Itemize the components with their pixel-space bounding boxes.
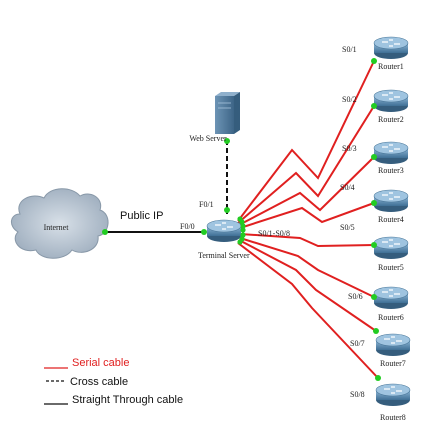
legend-straight-label: Straight Through cable — [72, 394, 183, 406]
router1-label: Router1 — [378, 62, 404, 71]
legend: Serial cable Cross cable Straight Throug… — [44, 357, 183, 406]
serial-link-router1 — [237, 60, 375, 222]
port-s0-7-label: S0/7 — [350, 339, 365, 348]
router5-icon — [373, 236, 409, 260]
f0-1-port-dot — [224, 207, 230, 213]
serial-cables — [237, 60, 379, 379]
router8-icon — [375, 383, 411, 407]
s0-1-s0-8-label: S0/1-S0/8 — [258, 229, 290, 238]
port-s0-2-label: S0/2 — [342, 95, 357, 104]
serial-link-router8 — [237, 242, 379, 379]
serial-link-router2 — [237, 105, 375, 224]
terminal-server-port-dots — [237, 216, 246, 245]
router3-icon — [373, 141, 409, 165]
serial-link-router4 — [239, 202, 375, 229]
router7-icon — [375, 333, 411, 357]
router8-label: Router8 — [380, 413, 406, 422]
serial-link-router3 — [238, 156, 375, 226]
router-port-dots — [371, 58, 381, 381]
port-s0-8-label: S0/8 — [350, 390, 365, 399]
terminal-server-icon — [206, 219, 242, 243]
internet-port-dot — [102, 229, 108, 235]
router2-label: Router2 — [378, 115, 404, 124]
router7-label: Router7 — [380, 359, 406, 368]
web-server-port-dot — [224, 138, 230, 144]
router3-label: Router3 — [378, 166, 404, 175]
terminal-server-label: Terminal Server — [198, 251, 250, 260]
legend-serial-label: Serial cable — [72, 357, 129, 369]
serial-link-router7 — [238, 239, 377, 332]
router4-icon — [373, 189, 409, 213]
f0-0-label: F0/0 — [180, 222, 195, 231]
serial-link-router6 — [239, 237, 375, 298]
serial-link-router5 — [239, 233, 375, 248]
port-s0-6-label: S0/6 — [348, 292, 363, 301]
port-s0-5-label: S0/5 — [340, 223, 355, 232]
router4-label: Router4 — [378, 215, 404, 224]
f0-0-port-dot — [201, 229, 207, 235]
port-s0-4-label: S0/4 — [340, 183, 355, 192]
f0-1-label: F0/1 — [199, 200, 214, 209]
router1-icon — [373, 36, 409, 60]
web-server-icon — [215, 92, 240, 134]
public-ip-label: Public IP — [120, 210, 163, 222]
legend-cross-label: Cross cable — [70, 376, 128, 388]
internet-cloud: Internet — [11, 188, 109, 259]
port-s0-1-label: S0/1 — [342, 45, 357, 54]
router2-icon — [373, 89, 409, 113]
internet-label: Internet — [44, 223, 70, 232]
router6-label: Router6 — [378, 313, 404, 322]
router6-icon — [373, 286, 409, 310]
port-s0-3-label: S0/3 — [342, 144, 357, 153]
router5-label: Router5 — [378, 263, 404, 272]
web-server-label: Web Server — [189, 134, 227, 143]
